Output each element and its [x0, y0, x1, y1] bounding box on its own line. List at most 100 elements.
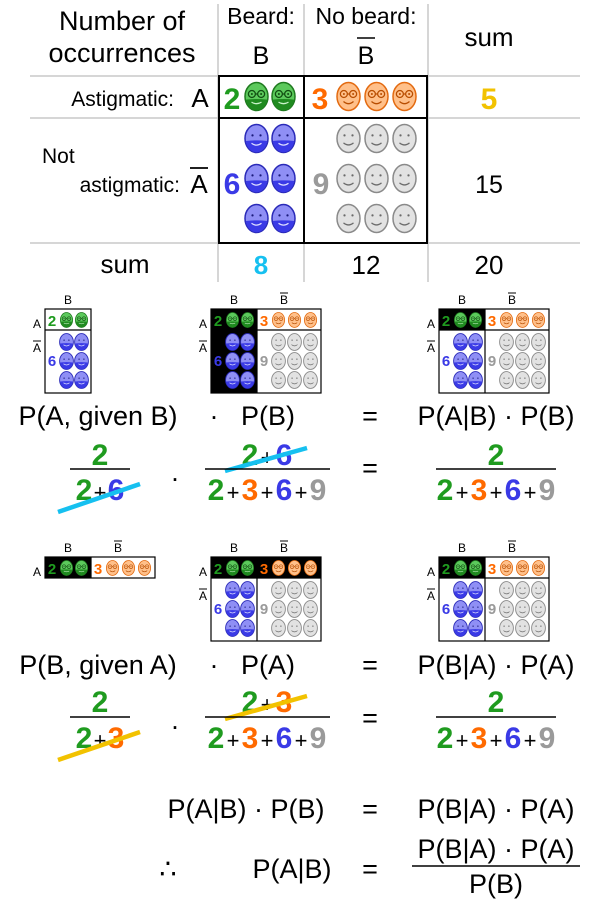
- bearded-face-icon: [271, 123, 296, 154]
- bearded-face-icon: [240, 581, 255, 599]
- bearded-face-icon: [468, 581, 483, 599]
- row-not-label-line2: astigmatic:: [80, 174, 180, 197]
- mini-table-full-b-highlight: B B A A 2 3 6 9: [199, 292, 322, 394]
- frac2-num-plus: +: [261, 692, 274, 717]
- plain-face-icon: [287, 333, 302, 351]
- frac3-numerator: 2: [488, 686, 505, 719]
- mini-nb-label: B: [280, 541, 288, 555]
- prob-a: P(A): [241, 650, 295, 680]
- bearded-glasses-face-icon: [453, 312, 468, 328]
- plain-face-icon: [303, 352, 318, 370]
- plain-face-icon: [271, 371, 286, 389]
- mini-table-a-row: B B A 2 3: [33, 540, 156, 579]
- glasses-face-icon: [303, 312, 318, 328]
- bearded-glasses-face-icon: [240, 560, 255, 576]
- total-den-plus: +: [295, 728, 308, 753]
- mini-na-label: A: [199, 589, 207, 603]
- total-den-9: 9: [310, 722, 327, 755]
- bearded-glasses-face-icon: [271, 81, 296, 112]
- mini-count: 9: [260, 601, 268, 618]
- plain-face-icon: [499, 352, 514, 370]
- equals-sign: =: [362, 650, 378, 680]
- mini-box: [438, 556, 550, 642]
- total-value: 20: [475, 250, 504, 280]
- plain-face-icon: [499, 581, 514, 599]
- mini-b-label: B: [230, 293, 238, 307]
- bearded-face-icon: [271, 163, 296, 194]
- mini-count: 6: [442, 353, 450, 370]
- bearded-face-icon: [244, 123, 269, 154]
- bearded-face-icon: [468, 600, 483, 618]
- bearded-face-icon: [468, 352, 483, 370]
- therefore-symbol: ∴: [159, 854, 176, 884]
- bearded-face-icon: [468, 619, 483, 637]
- frac1-numerator: 2: [92, 686, 109, 719]
- mini-count: 3: [94, 561, 102, 578]
- bearded-face-icon: [59, 352, 74, 370]
- mini-table-full-a-highlight: B B A A 2 3 6 9: [199, 540, 322, 642]
- row-astigmatic-label: Astigmatic:: [71, 88, 174, 111]
- bearded-face-icon: [74, 352, 89, 370]
- mini-nb-label: B: [508, 541, 516, 555]
- bearded-face-icon: [59, 371, 74, 389]
- total-den-6: 6: [505, 722, 522, 755]
- glasses-face-icon: [137, 560, 152, 576]
- sum-b-value: 8: [254, 250, 268, 280]
- total-den-plus: +: [490, 728, 503, 753]
- col-sum-label: sum: [464, 22, 513, 52]
- plain-face-icon: [287, 581, 302, 599]
- total-den-plus: +: [227, 728, 240, 753]
- plain-face-icon: [531, 581, 546, 599]
- total-den-plus: +: [524, 728, 537, 753]
- row-sum-label: sum: [100, 249, 149, 279]
- total-den-3: 3: [471, 722, 488, 755]
- total-den-3: 3: [242, 722, 259, 755]
- bearded-face-icon: [453, 333, 468, 351]
- mini-count: 2: [48, 313, 56, 330]
- dot-operator: ·: [210, 650, 219, 680]
- contingency-table: Number of occurrences Beard: B No beard:…: [30, 3, 580, 282]
- plain-face-icon: [392, 203, 417, 234]
- glasses-face-icon: [531, 312, 546, 328]
- col-nobeard-title: No beard:: [315, 3, 416, 29]
- mini-b-label: B: [64, 293, 72, 307]
- plain-face-icon: [303, 619, 318, 637]
- cell-anb-count: 3: [312, 83, 329, 116]
- mini-na-label: A: [199, 341, 207, 355]
- bearded-face-icon: [468, 333, 483, 351]
- plain-face-icon: [287, 371, 302, 389]
- corner-label-line1: Number of: [59, 6, 186, 36]
- plain-face-icon: [531, 352, 546, 370]
- equals-sign: =: [362, 401, 378, 431]
- plain-face-icon: [271, 352, 286, 370]
- plain-face-icon: [336, 123, 361, 154]
- glasses-face-icon: [392, 81, 417, 112]
- bearded-face-icon: [74, 333, 89, 351]
- mini-nb-label: B: [280, 293, 288, 307]
- mini-count: 9: [488, 353, 496, 370]
- col-beard-symbol: B: [253, 42, 270, 70]
- total-den-2: 2: [437, 474, 454, 507]
- bearded-face-icon: [74, 371, 89, 389]
- glasses-face-icon: [271, 312, 286, 328]
- glasses-face-icon: [287, 312, 302, 328]
- mini-a-label: A: [199, 317, 207, 331]
- mini-box: [210, 556, 322, 642]
- bearded-glasses-face-icon: [244, 81, 269, 112]
- row-not-label-line1: Not: [42, 145, 75, 168]
- plain-face-icon: [515, 352, 530, 370]
- plain-face-icon: [271, 333, 286, 351]
- bearded-glasses-face-icon: [74, 560, 89, 576]
- glasses-face-icon: [515, 312, 530, 328]
- equation-section-2: P(B, given A) · P(A) = P(B|A) · P(A) 2 2…: [19, 650, 575, 763]
- bearded-face-icon: [453, 581, 468, 599]
- plain-face-icon: [271, 581, 286, 599]
- dot-operator: ·: [171, 463, 180, 493]
- plain-face-icon: [303, 600, 318, 618]
- bearded-face-icon: [453, 600, 468, 618]
- row-not-astigmatic-symbol: A: [190, 169, 208, 199]
- mini-a-label: A: [427, 565, 435, 579]
- total-den-2: 2: [437, 722, 454, 755]
- plain-face-icon: [515, 619, 530, 637]
